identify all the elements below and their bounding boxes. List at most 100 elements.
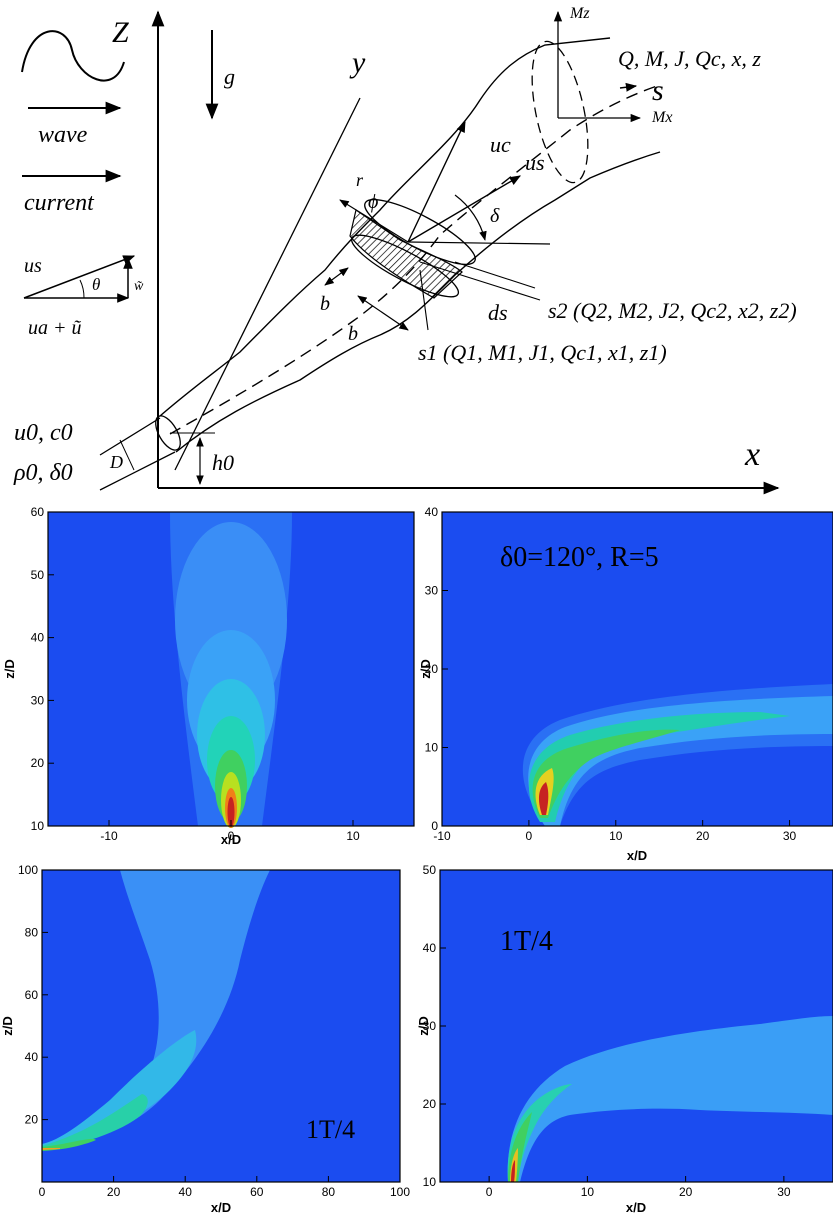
y-tick-label: 0 [431, 819, 438, 833]
y-tick-label: 50 [31, 568, 45, 582]
triangle-ua-label: ua + ũ [28, 317, 82, 339]
y-tick-label: 40 [425, 505, 439, 519]
y-tick-label: 40 [25, 1050, 39, 1064]
y-tick-label: 20 [31, 756, 45, 770]
us-arrow [407, 175, 521, 243]
x-tick-label: 0 [228, 829, 235, 843]
x-tick-label: 40 [179, 1185, 193, 1199]
z-axis-label: Z [112, 16, 129, 49]
r-label: r [356, 170, 364, 190]
panel-a-ylabel: z/D [2, 659, 17, 679]
current-label: current [24, 190, 95, 216]
horizontal-reference [407, 241, 551, 245]
x-tick-label: -10 [100, 829, 118, 843]
x-tick-label: 10 [346, 829, 360, 843]
u0c0-label: u0, c0 [14, 420, 73, 446]
y-tick-label: 20 [425, 662, 439, 676]
triangle-us-label: us [24, 255, 42, 277]
y-tick-label: 40 [31, 631, 45, 645]
us-label: us [525, 150, 545, 175]
panel-a-xlabel: x/D [221, 832, 241, 847]
panel-d-xlabel: x/D [626, 1200, 646, 1215]
y-tick-label: 80 [25, 925, 39, 939]
s1-label: s1 (Q1, M1, J1, Qc1, x1, z1) [418, 340, 667, 365]
y-tick-label: 40 [423, 941, 437, 955]
wave-icon [21, 30, 125, 82]
nozzle-exit [155, 415, 181, 451]
x-tick-label: 80 [322, 1185, 336, 1199]
panel-d-ylabel: z/D [416, 1016, 431, 1036]
b-lower-dim [357, 295, 409, 331]
y-tick-label: 60 [25, 988, 39, 1002]
mz-label: Mz [569, 5, 590, 22]
panel-b-annotation: δ0=120°, R=5 [500, 542, 659, 573]
y-tick-label: 50 [423, 863, 437, 877]
diameter-label: D [109, 452, 123, 472]
x-tick-label: -10 [433, 829, 451, 843]
plume-lower-boundary [175, 151, 661, 453]
x-tick-label: 10 [581, 1185, 595, 1199]
s2-label: s2 (Q2, M2, J2, Qc2, x2, z2) [548, 298, 797, 323]
panel-d-annotation: 1T/4 [500, 926, 553, 957]
diameter-marker [119, 439, 135, 471]
y-axis-label: y [349, 46, 366, 79]
h0-label: h0 [212, 450, 234, 475]
s-label: s [652, 74, 664, 107]
x-tick-label: 20 [679, 1185, 693, 1199]
b-upper-label: b [320, 293, 330, 315]
nozzle-top [99, 417, 161, 456]
panel-b-ylabel: z/D [418, 659, 433, 679]
y-tick-label: 30 [423, 1019, 437, 1033]
mx-label: Mx [651, 109, 672, 126]
x-tick-label: 30 [777, 1185, 791, 1199]
uc-label: uc [490, 132, 511, 157]
delta-label: δ [490, 205, 500, 227]
phi-label: ϕ [368, 191, 378, 213]
rho0delta0-label: ρ0, δ0 [13, 460, 73, 486]
y-tick-label: 30 [31, 693, 45, 707]
r-arrow [339, 199, 409, 243]
state-label-top: Q, M, J, Qc, x, z [618, 46, 761, 71]
nozzle-bottom [99, 451, 176, 491]
triangle-theta-label: θ [92, 275, 100, 294]
y-tick-label: 30 [425, 584, 439, 598]
x-tick-label: 0 [486, 1185, 493, 1199]
top-section [531, 40, 589, 184]
ds-label: ds [488, 300, 508, 325]
b-lower-label: b [348, 323, 358, 345]
triangle-w-label: w̃ [134, 279, 144, 294]
x-tick-label: 20 [696, 829, 710, 843]
y-axis-line [174, 97, 361, 471]
x-tick-label: 0 [526, 829, 533, 843]
y-tick-label: 60 [31, 505, 45, 519]
uc-arrow [407, 120, 466, 243]
b-upper-dim [324, 267, 349, 286]
y-tick-label: 100 [18, 863, 38, 877]
velocity-triangle: us θ w̃ ua + ũ [23, 255, 144, 339]
y-tick-label: 20 [25, 1113, 39, 1127]
panel-b-xlabel: x/D [627, 848, 647, 863]
x-tick-label: 10 [609, 829, 623, 843]
y-tick-label: 10 [425, 741, 439, 755]
x-tick-label: 100 [390, 1185, 410, 1199]
panel-c-annotation: 1T/4 [306, 1115, 355, 1144]
x-axis-label: x [744, 436, 760, 473]
x-tick-label: 20 [107, 1185, 121, 1199]
wave-label: wave [38, 122, 88, 148]
panel-c-ylabel: z/D [0, 1016, 15, 1036]
panel-a: -10 0 10 10 20 30 40 50 60 x/D z/D [2, 505, 415, 847]
control-element [349, 198, 476, 299]
y-tick-label: 10 [31, 819, 45, 833]
gravity-label: g⃗ [224, 64, 252, 89]
x-tick-label: 30 [783, 829, 797, 843]
panel-c-xlabel: x/D [211, 1200, 231, 1215]
panel-b-plot-area [442, 512, 833, 826]
jet-schematic: Z x y g⃗ wave current us θ w̃ ua + ũ [13, 5, 797, 495]
x-tick-label: 60 [250, 1185, 264, 1199]
y-tick-label: 10 [423, 1175, 437, 1189]
